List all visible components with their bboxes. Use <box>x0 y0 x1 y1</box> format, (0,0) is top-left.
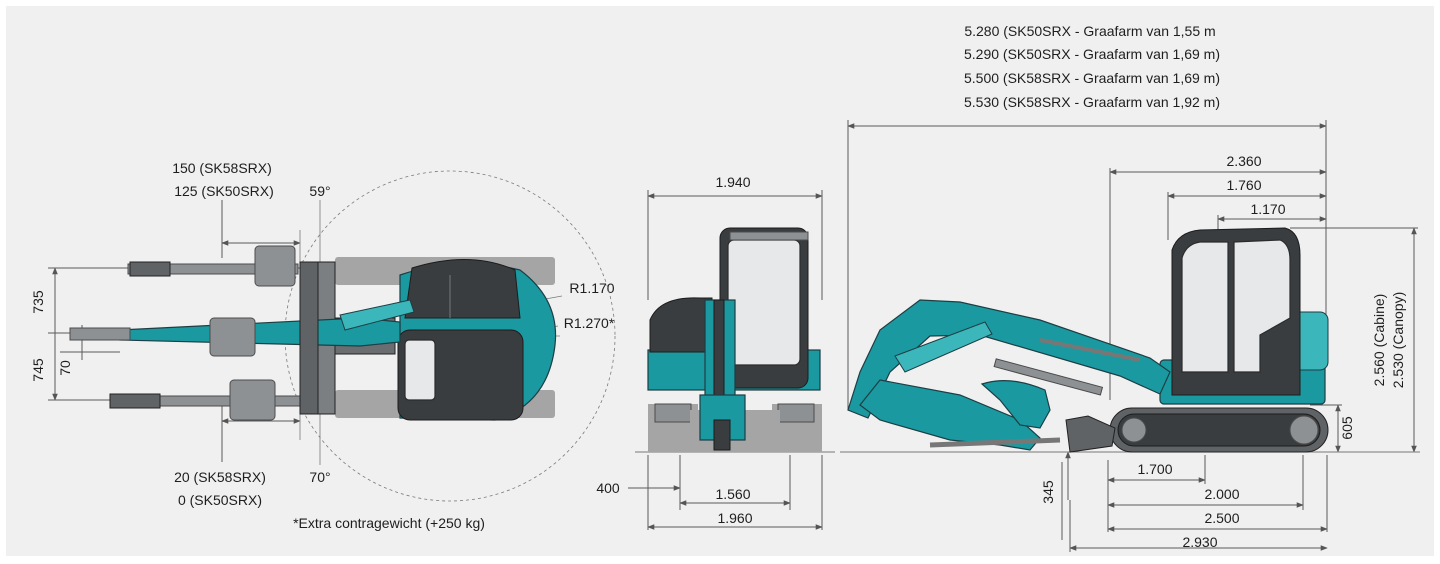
tail-radius-extra-label: R1.270* <box>564 315 615 331</box>
dim-1170-label: 1.170 <box>1250 201 1285 217</box>
dim-735-label: 735 <box>30 290 46 314</box>
dim-345-label: 345 <box>1040 480 1056 504</box>
tail-radius-label: R1.170 <box>569 280 614 296</box>
dim-745-label: 745 <box>30 358 46 382</box>
overall-length-line-1: 5.280 (SK50SRX - Graafarm van 1,55 m <box>964 23 1215 39</box>
dim-2000-label: 2.000 <box>1204 486 1239 502</box>
top-view: 150 (SK58SRX) 125 (SK50SRX) 59° 20 (SK58… <box>30 160 616 531</box>
track-gauge-label: 1.560 <box>715 486 750 502</box>
dim-1760-label: 1.760 <box>1226 177 1261 193</box>
overall-length-line-2: 5.290 (SK50SRX - Graafarm van 1,69 m) <box>964 46 1220 62</box>
front-width-top-label: 1.940 <box>715 174 750 190</box>
overall-length-line-3: 5.500 (SK58SRX - Graafarm van 1,69 m) <box>964 70 1220 86</box>
dim-605-label: 605 <box>1339 416 1355 440</box>
height-cabine-label: 2.560 (Cabine) <box>1371 294 1387 387</box>
front-width-bottom-label: 1.960 <box>717 510 752 526</box>
counterweight-footnote: *Extra contragewicht (+250 kg) <box>293 515 485 531</box>
swing-angle-left-label: 59° <box>309 183 330 199</box>
height-canopy-label: 2.530 (Canopy) <box>1390 292 1406 389</box>
shoe-width-label: 400 <box>596 480 620 496</box>
top-offset-label-1: 150 (SK58SRX) <box>172 160 272 176</box>
side-view: 5.280 (SK50SRX - Graafarm van 1,55 m 5.2… <box>840 23 1420 552</box>
top-offset-label-2: 125 (SK50SRX) <box>174 183 274 199</box>
dim-2500-label: 2.500 <box>1204 510 1239 526</box>
dim-70-label: 70 <box>57 360 73 376</box>
swing-angle-right-label: 70° <box>309 469 330 485</box>
overall-length-line-4: 5.530 (SK58SRX - Graafarm van 1,92 m) <box>964 94 1220 110</box>
bottom-offset-label-2: 0 (SK50SRX) <box>178 492 262 508</box>
dim-1700-label: 1.700 <box>1137 461 1172 477</box>
dim-2360-label: 2.360 <box>1226 153 1261 169</box>
bottom-offset-label-1: 20 (SK58SRX) <box>174 469 266 485</box>
front-view: 1.940 1.560 1.960 400 <box>596 174 835 530</box>
